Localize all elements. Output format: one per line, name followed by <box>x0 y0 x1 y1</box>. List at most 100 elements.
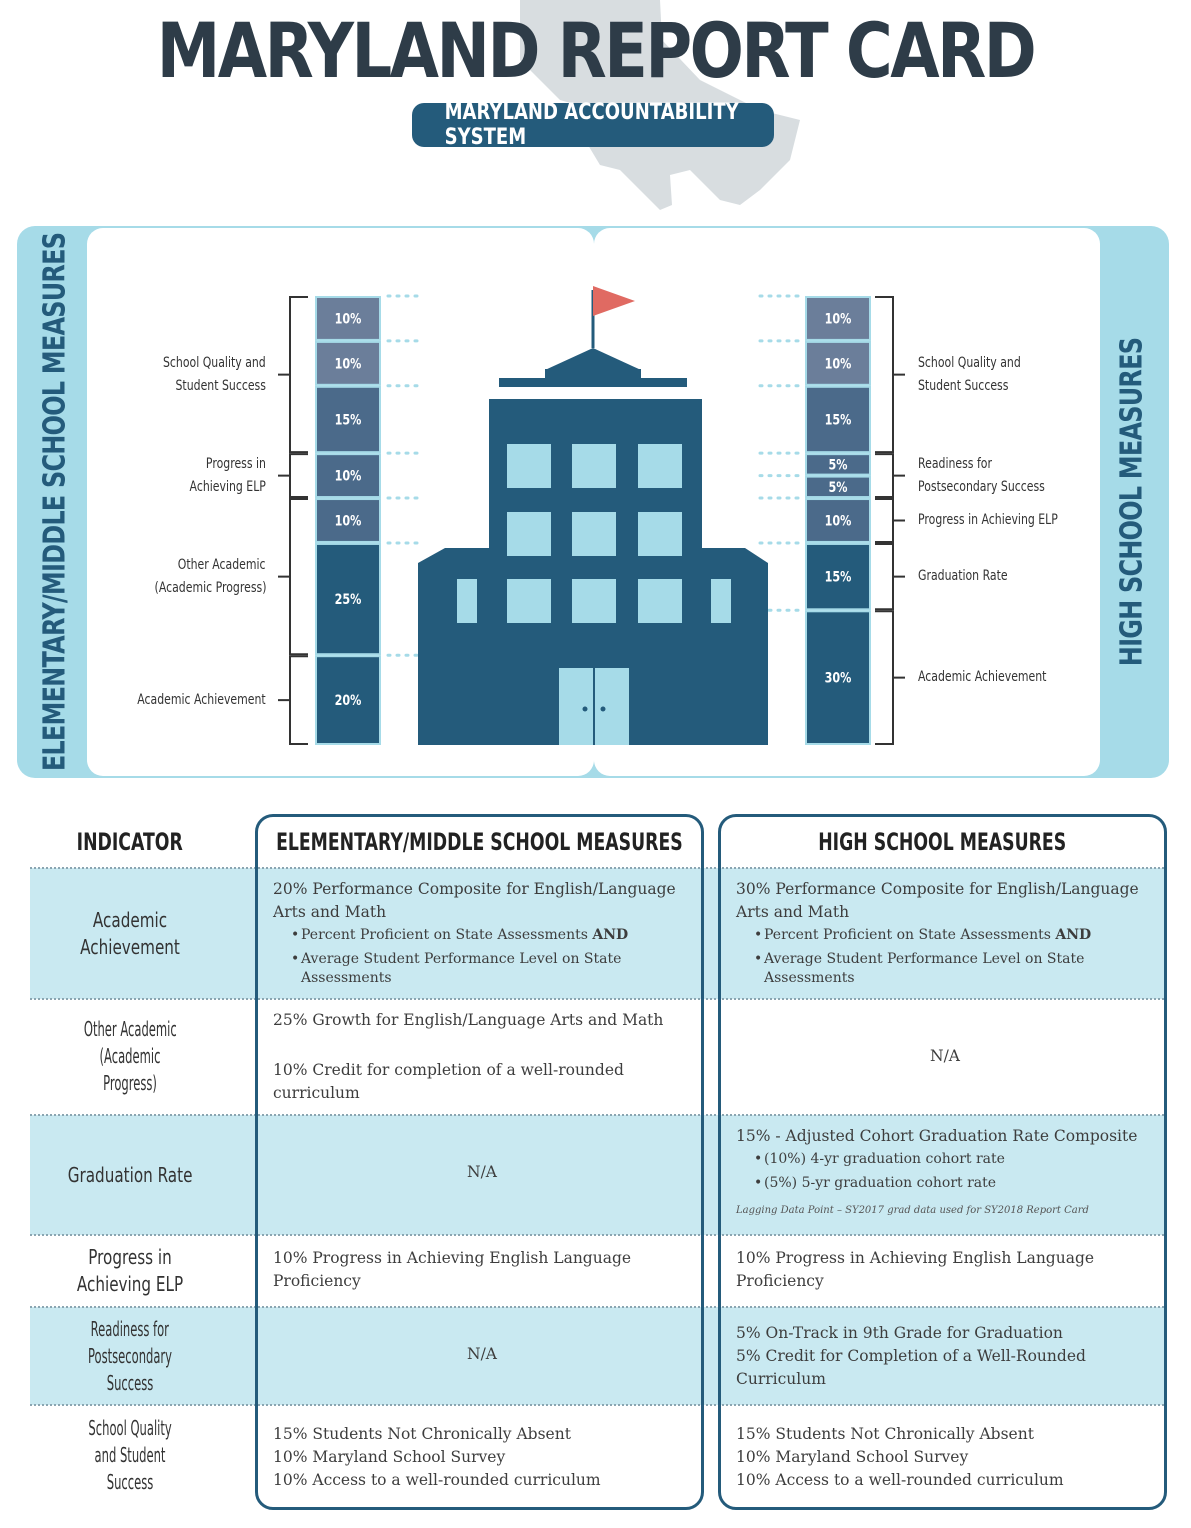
hs-bar-segment-2 <box>805 385 871 454</box>
column-frame-ems <box>255 814 704 1510</box>
indicator-graduation-rate: Graduation Rate <box>30 1115 230 1235</box>
cell-text: 5% On-Track in 9th Grade for Graduation <box>736 1324 1063 1342</box>
indicator-text: (Academic Progress) <box>99 1044 161 1095</box>
bullet-text: Average Student Performance Level on Sta… <box>301 951 622 986</box>
row-divider <box>30 1306 1164 1308</box>
cell-text: 10% Progress in Achieving English Langua… <box>273 1249 632 1290</box>
ems-group-label-2: Other Academic(Academic Progress) <box>154 556 266 596</box>
cell-ems-academic-achievement: 20% Performance Composite for English/La… <box>273 878 691 993</box>
indicator-other-academic: Other Academic(Academic Progress) <box>30 999 230 1114</box>
ems-group-label-3: Academic Achievement <box>137 691 266 708</box>
cell-ems-other-academic: 25% Growth for English/Language Arts and… <box>273 1009 691 1105</box>
ems-group-bracket-2 <box>278 498 308 656</box>
header-hs-text: HIGH SCHOOL MEASURES <box>818 828 1067 856</box>
bullet: Average Student Performance Level on Sta… <box>291 950 691 988</box>
cell-text: 15% Students Not Chronically Absent <box>273 1425 571 1443</box>
building-roof-tier-1 <box>545 369 641 378</box>
header-ems-text: ELEMENTARY/MIDDLE SCHOOL MEASURES <box>276 828 683 856</box>
chart-canvas: 10%10%15%10%10%25%20% 10%10%15%5%5%10%15… <box>278 286 905 746</box>
building-roof-peak <box>545 348 641 370</box>
ems-bar-label-6: 20% <box>335 692 362 709</box>
hs-group-bracket-0 <box>875 296 905 454</box>
group-brackets <box>278 296 905 745</box>
hs-bar-segment-7 <box>805 610 871 745</box>
bullet-text: (10%) 4-yr graduation cohort rate <box>764 1151 1005 1167</box>
cell-text: 30% Performance Composite for English/La… <box>736 880 1139 921</box>
column-frame-hs <box>718 814 1167 1510</box>
bullet: Percent Proficient on State Assessments … <box>291 926 691 945</box>
ems-bar-segment-3 <box>315 453 381 499</box>
ems-bar-label-0: 10% <box>335 310 362 327</box>
hs-bar-label-4: 5% <box>829 479 848 496</box>
hs-bar-segment-0 <box>805 296 871 341</box>
row-divider <box>30 1234 1164 1236</box>
hs-group-bracket-4 <box>875 610 905 745</box>
hs-bar-label-3: 5% <box>829 456 848 473</box>
subtitle-text: MARYLAND ACCOUNTABILITY SYSTEM <box>444 100 739 150</box>
ems-bar-label-5: 25% <box>335 591 362 608</box>
stacked-bar-ems: 10%10%15%10%10%25%20% <box>315 296 381 746</box>
hs-bar-segment-6 <box>805 542 871 611</box>
indicator-text: Graduation Rate <box>67 1162 193 1187</box>
cell-text: 20% Performance Composite for English/La… <box>273 880 676 921</box>
indicator-text: Postsecondary Success <box>87 1343 173 1395</box>
row-divider <box>30 998 1164 1000</box>
indicator-progress-elp: Progress in Achieving ELP <box>30 1235 230 1307</box>
cell-text: 10% Credit for completion of a well-roun… <box>273 1061 624 1102</box>
ems-group-bracket-0 <box>278 296 308 454</box>
bullet: (5%) 5-yr graduation cohort rate <box>754 1174 1154 1193</box>
bullet: (10%) 4-yr graduation cohort rate <box>754 1150 1154 1169</box>
cell-text: 15% Students Not Chronically Absent <box>736 1425 1034 1443</box>
hs-bar-label-7: 30% <box>825 669 852 686</box>
bullet-bold: AND <box>592 927 629 943</box>
cell-text: 5% Credit for Completion of a Well-Round… <box>736 1347 1086 1388</box>
bullet: Average Student Performance Level on Sta… <box>754 950 1154 988</box>
ems-bar-label-3: 10% <box>335 467 362 484</box>
bullet-text: Average Student Performance Level on Sta… <box>764 951 1085 986</box>
cell-ems-progress-elp: 10% Progress in Achieving English Langua… <box>273 1247 691 1293</box>
cell-text: 10% Maryland School Survey <box>273 1448 506 1466</box>
bullet-text: Percent Proficient on State Assessments <box>764 927 1056 943</box>
cell-text: 10% Progress in Achieving English Langua… <box>736 1249 1095 1290</box>
dotted-guide-lines <box>386 294 800 657</box>
hs-bar-label-2: 15% <box>825 411 852 428</box>
hs-bar-segment-1 <box>805 340 871 386</box>
bullet-text: Percent Proficient on State Assessments <box>301 927 593 943</box>
cell-hs-progress-elp: 10% Progress in Achieving English Langua… <box>736 1247 1154 1293</box>
ems-bar-segment-6 <box>315 655 381 746</box>
bullet-text: (5%) 5-yr graduation cohort rate <box>764 1175 997 1191</box>
cell-hs-readiness: 5% On-Track in 9th Grade for Graduation … <box>736 1322 1154 1391</box>
cell-note: Lagging Data Point – SY2017 grad data us… <box>736 1205 1089 1216</box>
school-building-icon <box>418 286 768 745</box>
cell-ems-school-quality: 15% Students Not Chronically Absent 10% … <box>273 1423 691 1492</box>
row-divider <box>30 1404 1164 1406</box>
hs-bar-label-6: 15% <box>825 568 852 585</box>
flag-icon <box>593 286 635 316</box>
ems-bar-segment-1 <box>315 340 381 386</box>
header-ems: ELEMENTARY/MIDDLE SCHOOL MEASURES <box>258 822 701 862</box>
stacked-bar-hs: 10%10%15%5%5%10%15%30% <box>805 296 871 745</box>
row-band-readiness <box>30 1307 1164 1405</box>
hs-bar-segment-3 <box>805 453 871 476</box>
ems-group-bracket-1 <box>278 453 308 499</box>
bullet-bold: AND <box>1055 927 1092 943</box>
hs-group-bracket-3 <box>875 542 905 611</box>
ems-bar-segment-5 <box>315 542 381 656</box>
cell-text: 10% Access to a well-rounded curriculum <box>736 1471 1064 1489</box>
ems-bar-label-2: 15% <box>335 411 362 428</box>
row-divider <box>30 1114 1164 1116</box>
subtitle-badge: MARYLAND ACCOUNTABILITY SYSTEM <box>412 100 774 150</box>
ems-bar-segment-4 <box>315 498 381 543</box>
hs-bar-segment-4 <box>805 475 871 499</box>
cell-hs-graduation-rate: 15% - Adjusted Cohort Graduation Rate Co… <box>736 1125 1154 1222</box>
cell-text: 10% Maryland School Survey <box>736 1448 969 1466</box>
cell-na: N/A <box>467 1345 497 1363</box>
ems-bar-segment-0 <box>315 296 381 341</box>
hs-bar-label-0: 10% <box>825 310 852 327</box>
